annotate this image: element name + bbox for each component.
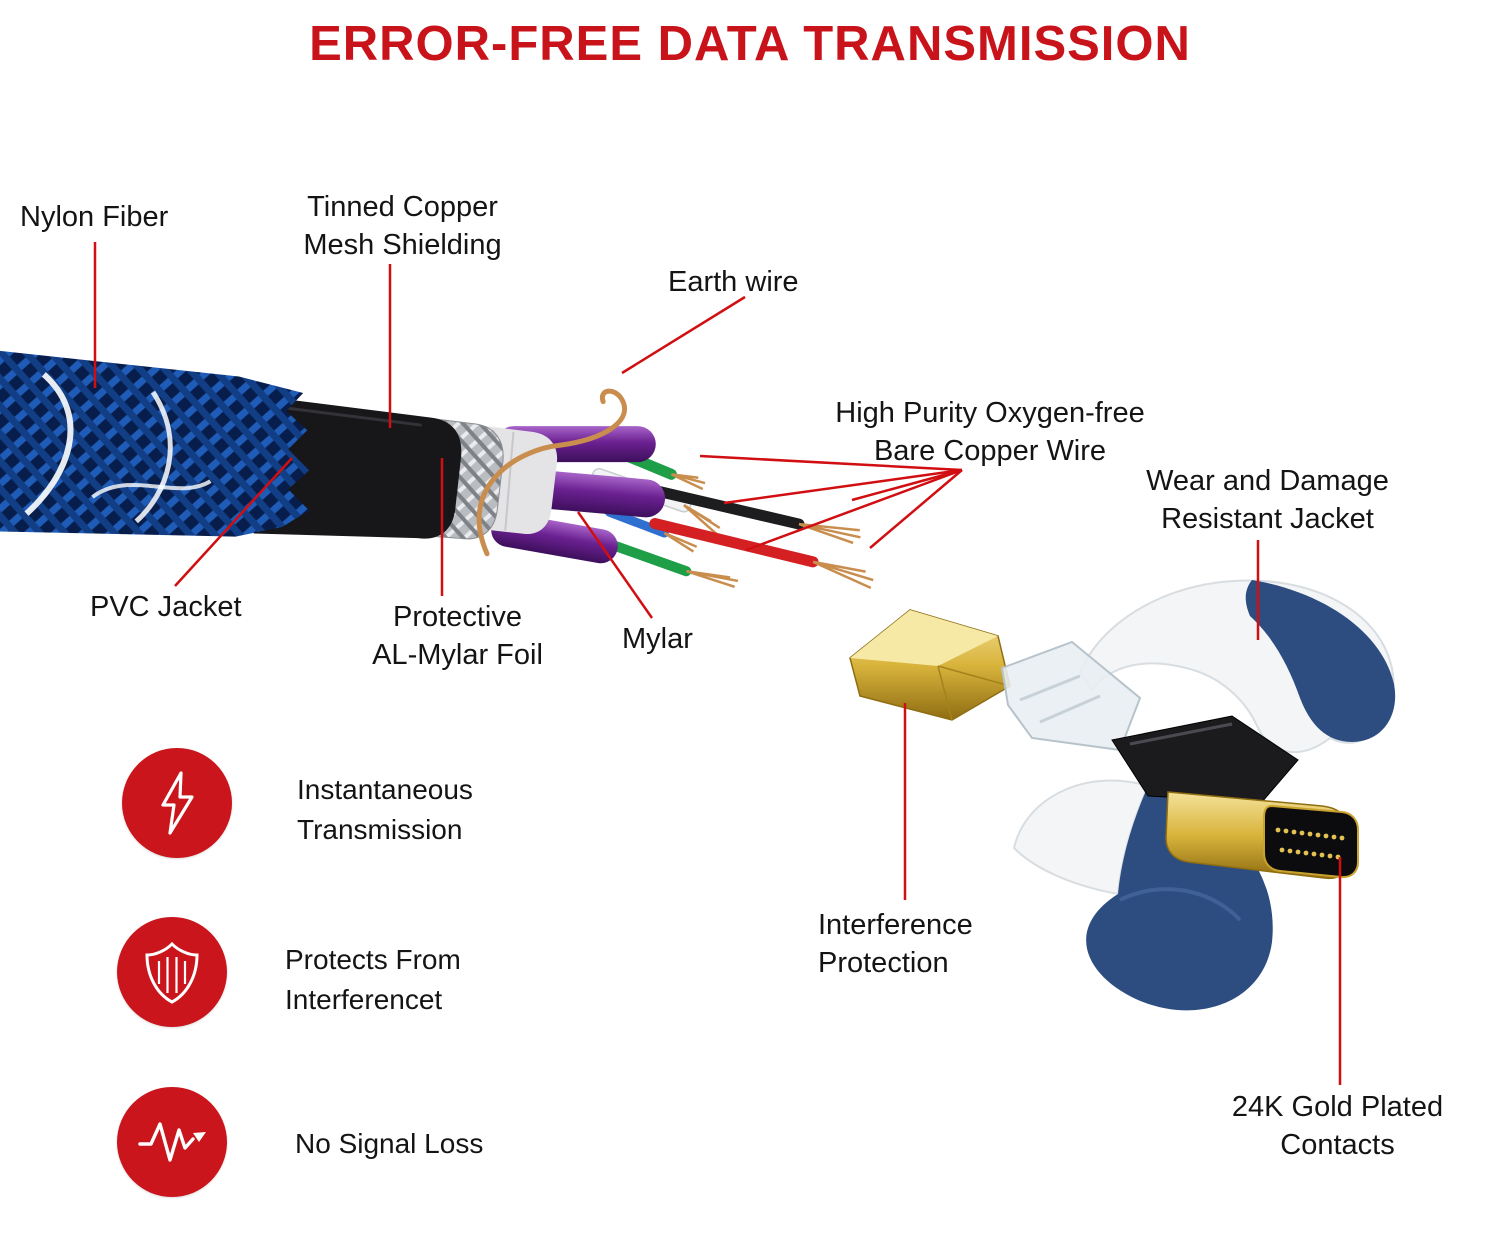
shield-badge	[117, 917, 227, 1027]
callout-tinned-copper: Tinned Copper Mesh Shielding	[303, 191, 502, 262]
black-housing	[1111, 715, 1299, 803]
cable-cutaway	[0, 349, 874, 590]
line-mylar	[576, 511, 654, 619]
line-bare-copper-1	[699, 454, 963, 472]
hdmi-plug	[1165, 791, 1359, 880]
signal-wave-icon	[138, 1122, 206, 1162]
line-bare-copper-2	[723, 468, 963, 505]
jacket-shell-top	[1078, 579, 1396, 754]
shield-icon	[145, 941, 199, 1004]
feature-label-no-signal-loss: No Signal Loss	[295, 1128, 484, 1159]
lightning-icon	[161, 771, 194, 835]
hdmi-exploded	[849, 579, 1396, 1011]
callout-bare-copper: High Purity Oxygen-free Bare Copper Wire	[835, 397, 1145, 468]
gold-shell	[849, 609, 1011, 721]
lightning-badge	[122, 748, 232, 858]
line-bare-copper-5	[869, 469, 963, 549]
line-bare-copper-3	[745, 468, 963, 552]
signal-badge	[117, 1087, 227, 1197]
callout-mylar: Mylar	[622, 623, 693, 655]
feature-label-interference: Protects From Interferencet	[285, 944, 461, 1015]
braid-layer	[0, 349, 310, 537]
earth-wire	[476, 388, 628, 557]
line-bare-copper-4	[851, 468, 963, 502]
callout-interference: Interference Protection	[818, 909, 973, 980]
callout-al-mylar: Protective AL-Mylar Foil	[372, 601, 543, 672]
feature-label-transmission: Instantaneous Transmission	[297, 774, 473, 845]
callout-gold-contacts: 24K Gold Plated Contacts	[1231, 1091, 1444, 1162]
callout-nylon-fiber: Nylon Fiber	[20, 201, 169, 233]
page-title: ERROR-FREE DATA TRANSMISSION	[309, 17, 1191, 71]
callout-lines	[93, 242, 1342, 1085]
line-pvc-jacket	[174, 457, 293, 587]
callout-wear-jacket: Wear and Damage Resistant Jacket	[1146, 465, 1389, 536]
callout-earth-wire: Earth wire	[668, 266, 799, 298]
line-earth-wire	[621, 295, 746, 375]
callout-pvc-jacket: PVC Jacket	[90, 591, 242, 623]
gold-pins	[1275, 827, 1345, 860]
